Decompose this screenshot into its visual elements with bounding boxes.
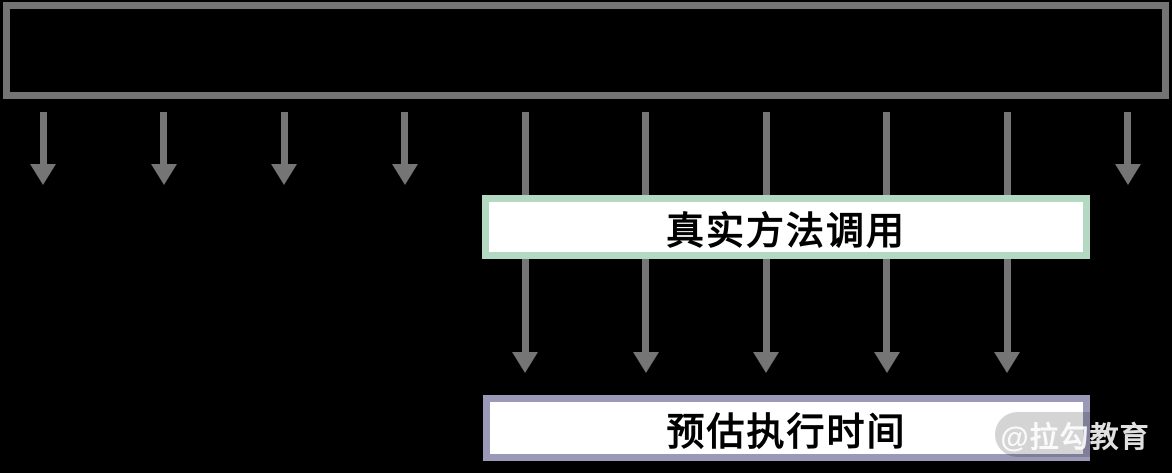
flow-arrow-head-icon xyxy=(994,352,1020,373)
box-real-method-call: 真实方法调用 xyxy=(482,195,1090,259)
flow-arrow-head-icon xyxy=(150,164,177,185)
flow-arrow-head-icon xyxy=(873,352,900,373)
flow-arrow-head-icon xyxy=(512,352,538,373)
flow-arrow-head-icon xyxy=(391,164,418,185)
watermark-badge: @拉勾教育 xyxy=(995,412,1155,457)
flow-arrow-shaft xyxy=(39,112,47,164)
flow-arrow-head-icon xyxy=(30,164,56,185)
box-real-method-call-label: 真实方法调用 xyxy=(665,210,906,253)
flow-arrow-shaft xyxy=(1124,112,1131,164)
box-estimated-execution-time: 预估执行时间 xyxy=(483,395,1090,461)
watermark-text: @拉勾教育 xyxy=(1000,421,1150,454)
flow-arrow-head-icon xyxy=(271,164,297,185)
box-estimated-execution-time-label: 预估执行时间 xyxy=(666,411,907,454)
flow-arrow-head-icon xyxy=(753,352,779,373)
flow-arrow-shaft xyxy=(160,112,167,164)
top-bar xyxy=(3,2,1169,99)
flow-arrow-head-icon xyxy=(632,352,659,373)
flow-arrow-head-icon xyxy=(1114,164,1141,185)
flow-arrow-shaft xyxy=(280,112,288,164)
flow-arrow-shaft xyxy=(401,112,408,164)
